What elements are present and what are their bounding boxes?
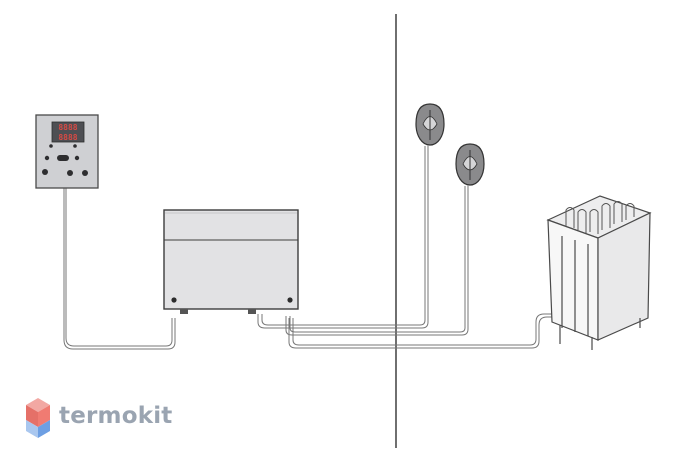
panel-indicator-left [49, 144, 53, 148]
panel-knob-middle [67, 170, 73, 176]
cable-unit-to-heater [288, 316, 552, 349]
cables [63, 146, 552, 350]
unit-screw-right [287, 297, 293, 303]
control-panel-display-bottom: 8888 [58, 133, 77, 142]
cable-unit-to-sensor-2 [285, 186, 469, 336]
cable-panel-to-unit [63, 188, 176, 350]
brand-name: termokit [59, 403, 173, 429]
control-panel-display-top: 8888 [58, 123, 77, 132]
temperature-sensor-2 [455, 143, 485, 186]
temperature-sensor-1 [415, 103, 445, 146]
sauna-heater [546, 195, 652, 350]
control-panel-buttons [42, 144, 88, 176]
unit-connector-right [248, 309, 256, 314]
panel-indicator-right [73, 144, 77, 148]
panel-button-left [44, 155, 50, 161]
termokit-logo-icon [26, 398, 50, 438]
steam-generator-unit [163, 209, 299, 314]
panel-knob-right [82, 170, 88, 176]
control-panel: 8888 8888 [35, 114, 99, 189]
heater-elements [565, 201, 635, 234]
panel-button-right [74, 155, 80, 161]
cable-unit-to-sensor-1 [257, 146, 429, 329]
panel-button-center [57, 155, 69, 161]
unit-screw-left [171, 297, 177, 303]
unit-connector-left [180, 309, 188, 314]
panel-knob-left [42, 169, 48, 175]
